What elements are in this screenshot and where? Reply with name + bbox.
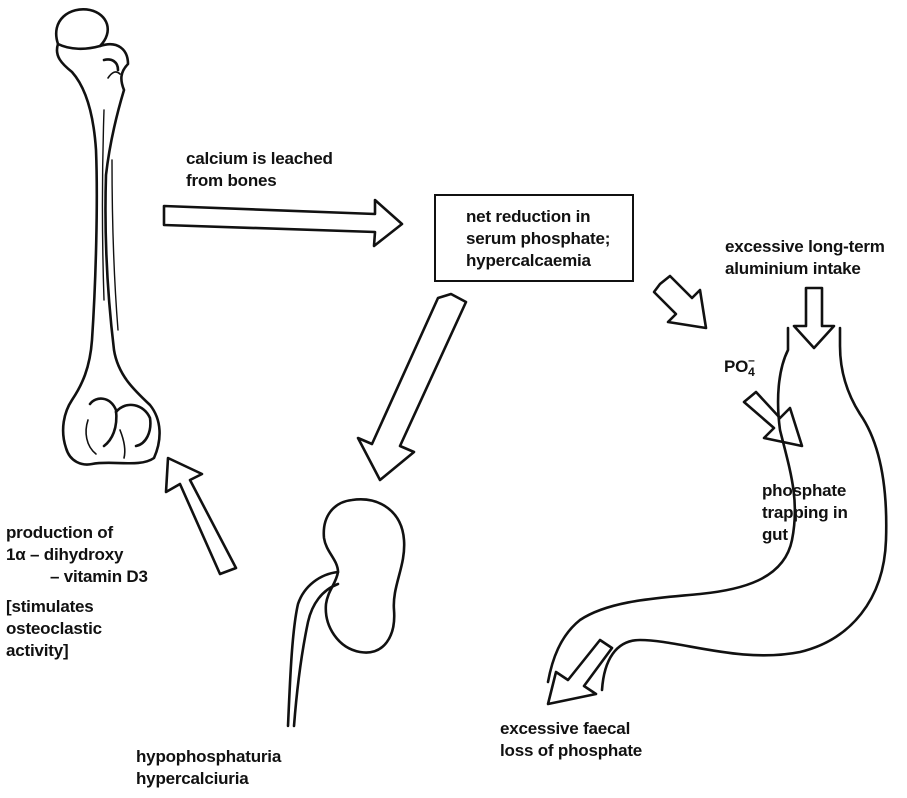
kidney-icon <box>288 499 404 726</box>
flow-arrow-icon <box>166 458 236 574</box>
production-label: production of 1α – dihydroxy – vitamin D… <box>6 522 148 588</box>
label-line: production of <box>6 522 148 544</box>
label-line: excessive faecal <box>500 718 642 740</box>
label-line: loss of phosphate <box>500 740 642 762</box>
flow-arrow-icon <box>164 200 402 246</box>
label-line: from bones <box>186 170 333 192</box>
flow-arrow-icon <box>794 288 834 348</box>
po4-subscript: 4 <box>748 365 754 379</box>
femur-bone-icon <box>56 9 159 464</box>
label-line: – vitamin D3 <box>6 566 148 588</box>
label-line: trapping in <box>762 502 848 524</box>
phosphate-trapping-label: phosphate trapping in gut <box>762 480 848 546</box>
label-line: calcium is leached <box>186 148 333 170</box>
label-line: gut <box>762 524 848 546</box>
label-line: serum phosphate; <box>466 228 632 250</box>
label-line: [stimulates <box>6 596 102 618</box>
faecal-loss-label: excessive faecal loss of phosphate <box>500 718 642 762</box>
flow-arrow-icon <box>654 276 706 328</box>
stimulates-label: [stimulates osteoclastic activity] <box>6 596 102 662</box>
label-line: phosphate <box>762 480 848 502</box>
aluminium-intake-label: excessive long-term aluminium intake <box>725 236 885 280</box>
label-line: activity] <box>6 640 102 662</box>
label-line: hypercalciuria <box>136 768 281 790</box>
kidney-effects-label: hypophosphaturia hypercalciuria <box>136 746 281 790</box>
po4-label: PO–4 <box>724 356 755 379</box>
label-line: 1α – dihydroxy <box>6 544 148 566</box>
label-line: hypophosphaturia <box>136 746 281 768</box>
po4-text: PO <box>724 357 748 376</box>
net-reduction-box: net reduction in serum phosphate; hyperc… <box>434 194 634 282</box>
calcium-leached-label: calcium is leached from bones <box>186 148 333 192</box>
label-line: osteoclastic <box>6 618 102 640</box>
label-line: hypercalcaemia <box>466 250 632 272</box>
net-reduction-label: net reduction in serum phosphate; hyperc… <box>436 196 632 272</box>
label-line: aluminium intake <box>725 258 885 280</box>
flow-arrow-icon <box>744 392 802 446</box>
flow-arrow-icon <box>358 294 466 480</box>
label-line: excessive long-term <box>725 236 885 258</box>
label-line: net reduction in <box>466 206 632 228</box>
